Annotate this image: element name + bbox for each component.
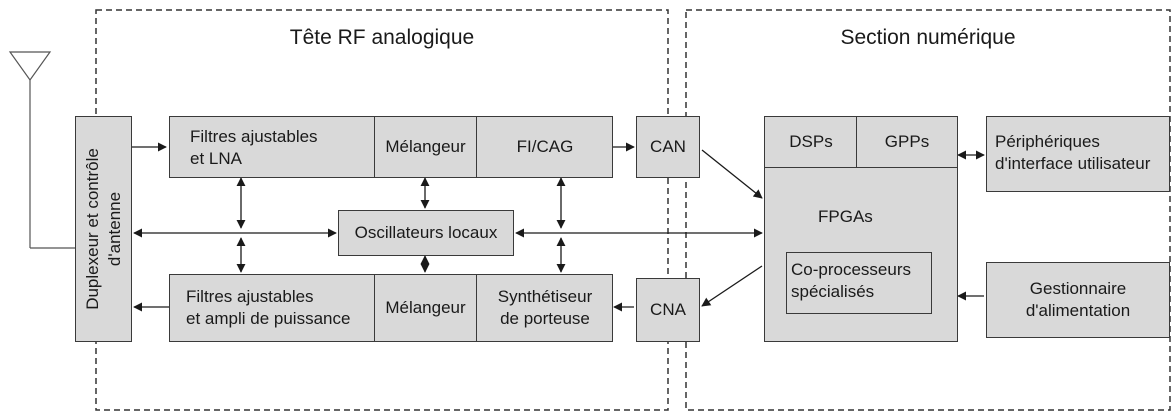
digital-section-frame [685, 9, 1171, 411]
carrier-synth-label: Synthétiseur de porteuse [497, 287, 593, 328]
tx-chain-block [169, 274, 613, 342]
gpps-block: GPPs [856, 116, 958, 168]
arrow-adc-to-fpga [701, 149, 763, 199]
duplexer-label: Duplexeur et contrôle d'antenne [82, 148, 124, 310]
antenna-icon [8, 51, 75, 249]
analog-section-title: Tête RF analogique [289, 26, 475, 49]
ui-peripherals-block: Périphériques d'interface utilisateur [986, 116, 1170, 192]
digital-section-title: Section numérique [840, 26, 1016, 49]
dac-block: CNA [636, 278, 700, 342]
if-agc-label: FI/CAG [516, 137, 574, 156]
coprocessors-block: Co-processeurs spécialisés [786, 252, 932, 314]
tx-mixer-label: Mélangeur [385, 298, 466, 317]
adc-block: CAN [636, 116, 700, 178]
dsps-block: DSPs [764, 116, 858, 168]
rx-mixer-divider [374, 116, 477, 178]
duplexer-block [75, 116, 132, 342]
arrow-fpga-to-dac [701, 265, 763, 307]
rx-mixer-label: Mélangeur [385, 137, 466, 156]
tx-filters-label: Filtres ajustables et ampli de puissance [186, 287, 351, 328]
power-manager-block: Gestionnaire d'alimentation [986, 262, 1170, 338]
local-oscillators-block: Oscillateurs locaux [338, 210, 514, 256]
fpgas-label: FPGAs [818, 207, 873, 226]
tx-mixer-divider [374, 274, 477, 342]
rx-filters-label: Filtres ajustables et LNA [190, 127, 318, 168]
